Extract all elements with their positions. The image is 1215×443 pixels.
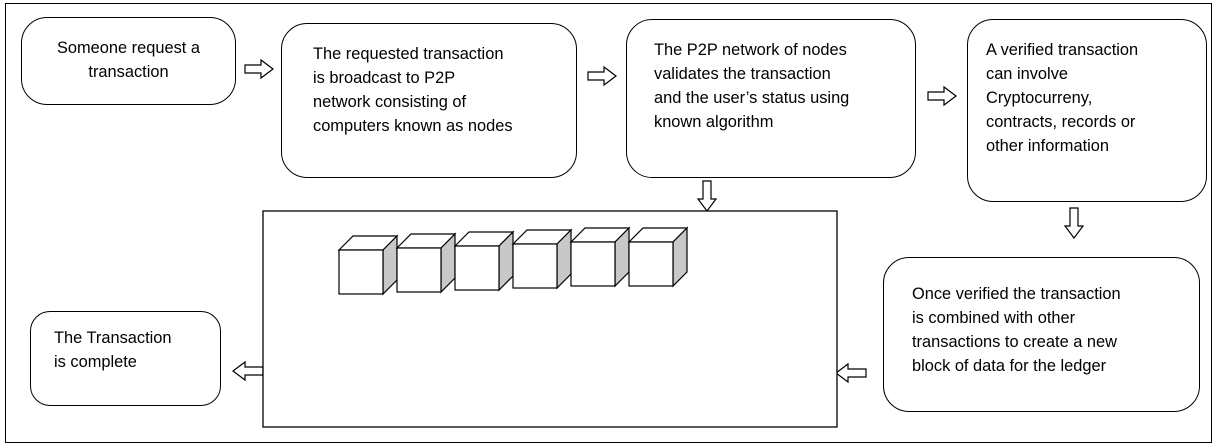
step-request-text: Someone request a transaction	[56, 39, 201, 81]
step-validate-box: The P2P network of nodes validates the t…	[626, 19, 916, 178]
block-cube-face	[628, 241, 674, 287]
step-broadcast-box: The requested transaction is broadcast t…	[281, 23, 577, 178]
step-combined-text: Once verified the transaction is combine…	[912, 285, 1121, 375]
step-request-box: Someone request a transaction	[21, 17, 236, 105]
arrow-left-icon	[232, 360, 264, 382]
step-combined-box: Once verified the transaction is combine…	[883, 257, 1200, 412]
step-broadcast-text: The requested transaction is broadcast t…	[313, 45, 513, 135]
arrow-right-icon	[587, 65, 617, 87]
step-verified-box: A verified transaction can involve Crypt…	[967, 19, 1207, 202]
arrow-down-icon	[1063, 207, 1085, 239]
arrow-right-icon	[927, 85, 957, 107]
block-cube-face	[570, 241, 616, 287]
step-verified-text: A verified transaction can involve Crypt…	[986, 41, 1139, 155]
block-cube-face	[454, 245, 500, 291]
block-cube-face	[396, 247, 442, 293]
block-cube-face	[338, 249, 384, 295]
step-complete-box: The Transaction is complete	[30, 311, 221, 406]
arrow-left-icon	[835, 362, 867, 384]
step-validate-text: The P2P network of nodes validates the t…	[654, 41, 850, 131]
arrow-down-icon	[696, 180, 718, 212]
arrow-right-icon	[244, 58, 274, 80]
step-complete-text: The Transaction is complete	[54, 329, 172, 371]
block-cube-face	[512, 243, 558, 289]
